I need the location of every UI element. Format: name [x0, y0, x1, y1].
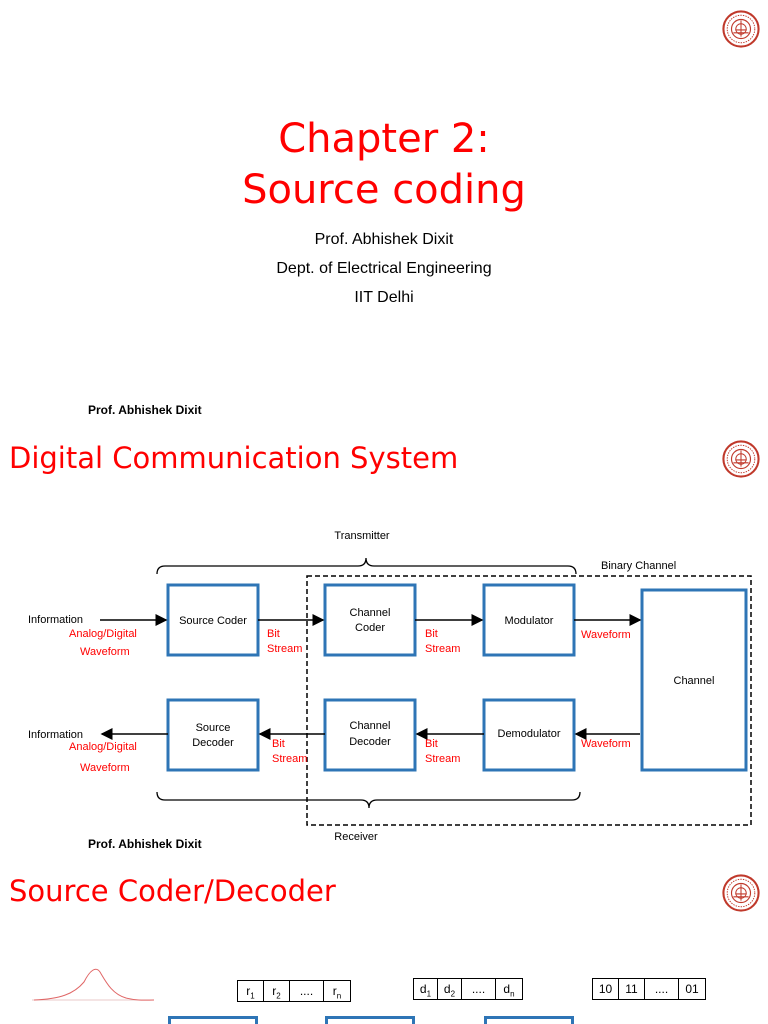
binary-channel-label: Binary Channel — [601, 560, 676, 572]
digit-cell-dots: .... — [462, 979, 496, 999]
communication-block-diagram: Transmitter Receiver Binary Channel Sour… — [28, 530, 752, 843]
receiver-label: Receiver — [334, 831, 378, 843]
sample-cell-rn: rn — [332, 984, 342, 1001]
bit-stream-3a: Bit — [272, 738, 285, 750]
transmitter-label: Transmitter — [334, 530, 390, 542]
channel-coder-label-1: Channel — [350, 607, 391, 619]
channel-decoder-label-1: Channel — [350, 720, 391, 732]
footer-author: Prof. Abhishek Dixit — [88, 403, 202, 417]
modulator-label: Modulator — [505, 615, 554, 627]
bit-stream-1b: Stream — [267, 643, 302, 655]
sample-cell-r1: r1 — [238, 981, 264, 1001]
bit-stream-4a: Bit — [425, 738, 438, 750]
footer-author: Prof. Abhishek Dixit — [88, 837, 202, 851]
digit-cell-d1: d1 — [414, 979, 438, 999]
bit-cell-dots: .... — [645, 979, 679, 999]
iit-delhi-logo-icon — [722, 440, 760, 478]
channel-decoder-label-2: Decoder — [349, 736, 391, 748]
waveform-bottom-label: Waveform — [581, 738, 631, 750]
quantizer-box-partial — [325, 1016, 415, 1024]
digital-communication-slide: Digital Communication System Transmitter… — [0, 424, 768, 856]
waveform-top-label: Waveform — [581, 629, 631, 641]
analog-digital-top-1: Analog/Digital — [69, 628, 137, 640]
analog-waveform-icon — [32, 968, 155, 1001]
sample-cell-r2: r2 — [264, 981, 290, 1001]
digits-row: d1 d2 .... dn — [413, 978, 523, 1000]
bit-cell-2: 11 — [619, 979, 645, 999]
source-coder-box-partial — [168, 1016, 258, 1024]
title-slide: Chapter 2: Source coding Prof. Abhishek … — [0, 0, 768, 424]
channel-label: Channel — [674, 675, 715, 687]
information-in-label: Information — [28, 614, 83, 626]
samples-row: r1 r2 .... rn — [237, 980, 351, 1002]
bits-row: 10 11 .... 01 — [592, 978, 706, 1000]
bit-stream-1a: Bit — [267, 628, 280, 640]
sample-cell-dots: .... — [290, 981, 324, 1001]
institute-name: IIT Delhi — [354, 289, 414, 306]
channel-coder-label-2: Coder — [355, 622, 385, 634]
bit-stream-2a: Bit — [425, 628, 438, 640]
bit-stream-3b: Stream — [272, 753, 307, 765]
bit-stream-4b: Stream — [425, 753, 460, 765]
iit-delhi-logo-icon — [722, 10, 760, 48]
source-coder-label: Source Coder — [179, 615, 247, 627]
source-coder-decoder-slide: Source Coder/Decoder r1 r2 .... rn d1 d2… — [0, 856, 768, 1024]
analog-digital-top-2: Waveform — [80, 646, 130, 658]
source-decoder-box — [166, 698, 260, 772]
iit-delhi-logo-icon — [722, 874, 760, 912]
iit-delhi-logo-icon — [722, 10, 760, 48]
transmitter-brace — [156, 557, 577, 575]
information-out-label: Information — [28, 729, 83, 741]
slide-title: Source Coder/Decoder — [9, 874, 336, 908]
demodulator-box — [482, 698, 576, 772]
source-decoder-label-1: Source — [196, 722, 231, 734]
analog-digital-bottom-2: Waveform — [80, 762, 130, 774]
iit-delhi-logo-icon — [722, 440, 760, 478]
chapter-subtitle: Source coding — [242, 167, 526, 213]
demodulator-label: Demodulator — [498, 728, 561, 740]
iit-delhi-logo-icon — [722, 874, 760, 912]
chapter-title: Chapter 2: — [278, 116, 490, 162]
channel-coder-box — [323, 583, 417, 657]
channel-box — [640, 588, 748, 772]
binary-channel-region — [306, 575, 752, 826]
channel-decoder-box — [323, 698, 417, 772]
bit-cell-1: 10 — [593, 979, 619, 999]
analog-digital-bottom-1: Analog/Digital — [69, 741, 137, 753]
author-name: Prof. Abhishek Dixit — [314, 231, 454, 248]
receiver-brace — [156, 791, 581, 809]
bit-cell-n: 01 — [685, 982, 699, 996]
bit-stream-2b: Stream — [425, 643, 460, 655]
digit-cell-d2: d2 — [438, 979, 462, 999]
encoder-box-partial — [484, 1016, 574, 1024]
digit-cell-dn: dn — [503, 982, 515, 999]
slide-title: Digital Communication System — [9, 441, 459, 475]
source-decoder-label-2: Decoder — [192, 737, 234, 749]
department-name: Dept. of Electrical Engineering — [276, 260, 492, 277]
